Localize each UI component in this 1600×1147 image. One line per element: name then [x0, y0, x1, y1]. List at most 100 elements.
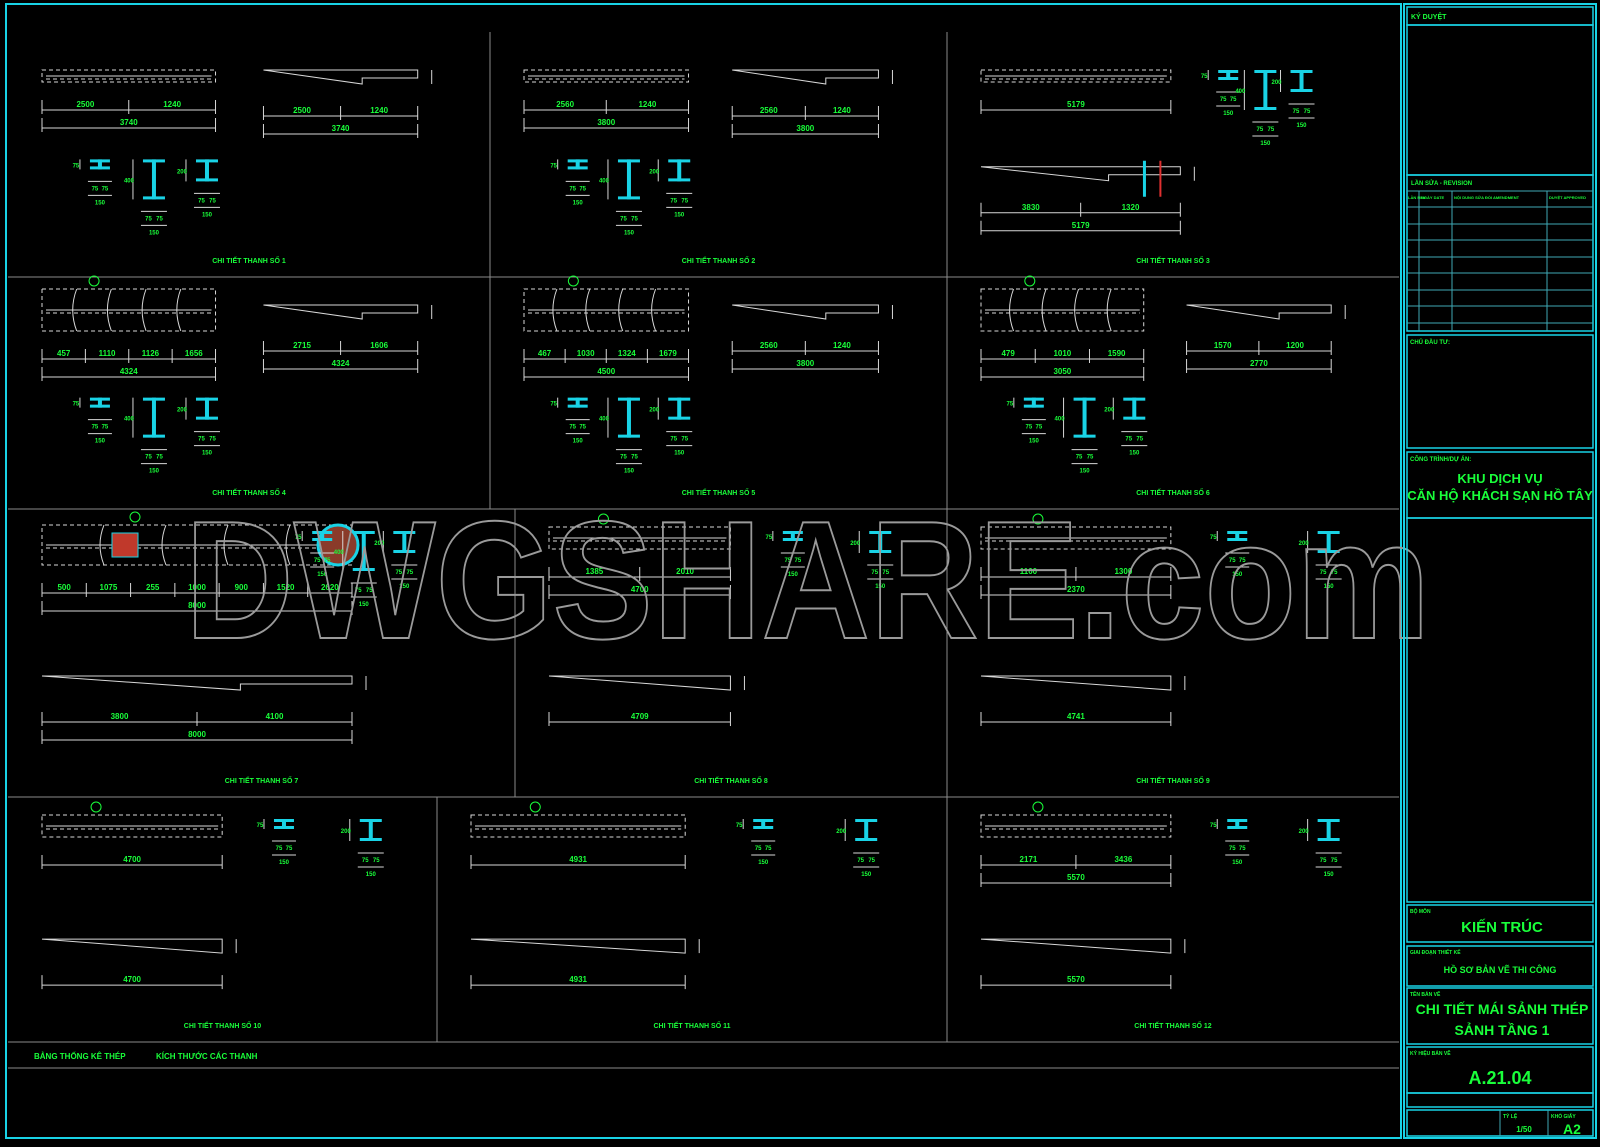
beam-plan-outline [523, 288, 690, 332]
project-label: CÔNG TRÌNH/DỰ ÁN: [1410, 455, 1471, 463]
web [204, 397, 209, 420]
section-height: 200 [1299, 829, 1310, 835]
section-flange: 75 [145, 455, 152, 461]
panel-caption: CHI TIẾT THANH SỐ 7 [225, 775, 299, 785]
dimension-value: 479 [1001, 349, 1015, 358]
section-flange: 75 [1331, 570, 1338, 576]
dimension-value: 467 [538, 349, 552, 358]
web [761, 819, 766, 829]
dimension-value: 1520 [277, 583, 295, 592]
beam-plan-outline [980, 814, 1172, 838]
section-flange: 75 [579, 186, 586, 192]
section-flange: 75 [1257, 127, 1264, 133]
beam-elevation [548, 675, 731, 691]
dimension-total: 3800 [597, 118, 615, 127]
section-flange: 75 [784, 558, 791, 564]
section-flange: 75 [681, 437, 688, 443]
dimension-total: 8000 [188, 601, 206, 610]
section-width: 150 [149, 230, 160, 236]
dimension-value: 1240 [833, 341, 851, 350]
dimension-value: 2171 [1020, 855, 1038, 864]
beam-elevation [1186, 304, 1332, 320]
section-width: 150 [1232, 860, 1243, 866]
web [878, 531, 883, 553]
section-width: 150 [788, 572, 799, 578]
web [1235, 819, 1240, 829]
dimension-value: 1240 [833, 106, 851, 115]
section-flange: 75 [102, 425, 109, 431]
section-flange: 75 [198, 437, 205, 443]
dimension-total: 4709 [631, 712, 649, 721]
section-width: 150 [202, 212, 213, 218]
dimension-total: 3740 [120, 118, 138, 127]
dimension-total: 3050 [1053, 367, 1071, 376]
section-height: 200 [177, 408, 188, 414]
section-width: 150 [573, 439, 584, 445]
beam-plan-outline [41, 69, 217, 83]
beam-plan-outline [980, 526, 1172, 550]
revision-table: LẦN REV. NGÀY DATE NỘI DUNG SỬA ĐỔI AMEN… [1407, 190, 1593, 331]
section-flange: 75 [102, 186, 109, 192]
dimension-value: 1240 [163, 100, 181, 109]
section-height: 200 [836, 829, 847, 835]
paper-label: KHỔ GIẤY [1551, 1113, 1576, 1120]
section-height: 75 [1201, 74, 1208, 80]
section-flange: 75 [1035, 425, 1042, 431]
dimension-value: 2620 [321, 583, 339, 592]
beam-elevation [41, 675, 353, 691]
drawing-title-line2: SẢNH TẦNG 1 [1455, 1022, 1550, 1038]
beam-elevation [263, 304, 419, 320]
web [1226, 70, 1231, 80]
web [677, 159, 682, 182]
purlin-arc [585, 288, 591, 332]
dimension-value: 255 [146, 583, 160, 592]
section-height: 200 [649, 169, 660, 175]
dimension-total: 4931 [569, 975, 587, 984]
purlin-arc [176, 288, 182, 332]
footer-left-label: BẢNG THỐNG KÊ THÉP [34, 1051, 126, 1061]
panel-caption: CHI TIẾT THANH SỐ 8 [694, 775, 768, 785]
section-width: 150 [1324, 584, 1335, 590]
dimension-value: 457 [57, 349, 71, 358]
panel-caption: CHI TIẾT THANH SỐ 2 [682, 255, 756, 265]
beam-plan-outline [980, 69, 1172, 83]
purlin-arc [72, 288, 78, 332]
web [864, 819, 869, 841]
grid-marker [1032, 513, 1044, 525]
paper-size: A2 [1563, 1121, 1581, 1137]
beam-plan-outline [470, 814, 686, 838]
web [97, 159, 102, 170]
dimension-total: 2370 [1067, 585, 1085, 594]
section-height: 400 [599, 178, 610, 184]
scale-label: TỶ LỆ [1503, 1112, 1518, 1120]
section-flange: 75 [156, 216, 163, 222]
dimension-total: 4324 [120, 367, 138, 376]
beam-elevation [732, 69, 879, 85]
section-flange: 75 [620, 455, 627, 461]
grid-marker [90, 801, 102, 813]
purlin-arc [161, 524, 167, 566]
dimension-total: 4700 [123, 855, 141, 864]
grid-marker [1032, 801, 1044, 813]
section-width: 150 [95, 200, 106, 206]
title-block: KÝ DUYỆT LẦN SỬA - REVISION LẦN REV. NGÀ… [1403, 3, 1597, 1139]
beam-plan-outline [980, 288, 1145, 332]
panel-dividers [8, 32, 1399, 1069]
dimension-value: 500 [57, 583, 71, 592]
section-flange: 75 [1331, 858, 1338, 864]
section-width: 150 [317, 572, 328, 578]
